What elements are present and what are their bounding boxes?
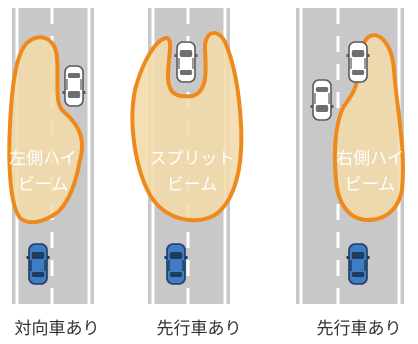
beam-label-line2: ビーム xyxy=(345,175,396,195)
caption: 先行車あり xyxy=(157,319,242,339)
beam-label-line1: 左側ハイ xyxy=(9,149,77,169)
preceding-car-icon xyxy=(345,41,371,83)
beam-label-line2: ビーム xyxy=(167,175,218,195)
oncoming-car-icon xyxy=(309,79,335,121)
caption: 対向車あり xyxy=(15,319,100,339)
panel-left-high-beam: 左側ハイ ビーム 対向車あり xyxy=(7,8,100,339)
beam-area xyxy=(130,31,244,223)
beam-label-line1: スプリット xyxy=(150,149,235,169)
own-car-icon xyxy=(345,243,371,285)
beam-label-line2: ビーム xyxy=(18,175,69,195)
oncoming-car-icon xyxy=(61,65,87,107)
caption: 先行車あり xyxy=(317,319,402,339)
panel-split-beam: スプリット ビーム 先行車あり xyxy=(130,8,244,339)
own-car-icon xyxy=(25,243,51,285)
panel-right-high-beam: 右側ハイ ビーム 先行車あり xyxy=(296,8,406,339)
beam-area xyxy=(7,35,84,225)
preceding-car-icon xyxy=(173,41,199,83)
beam-label-line1: 右側ハイ xyxy=(336,149,404,169)
own-car-icon xyxy=(163,243,189,285)
